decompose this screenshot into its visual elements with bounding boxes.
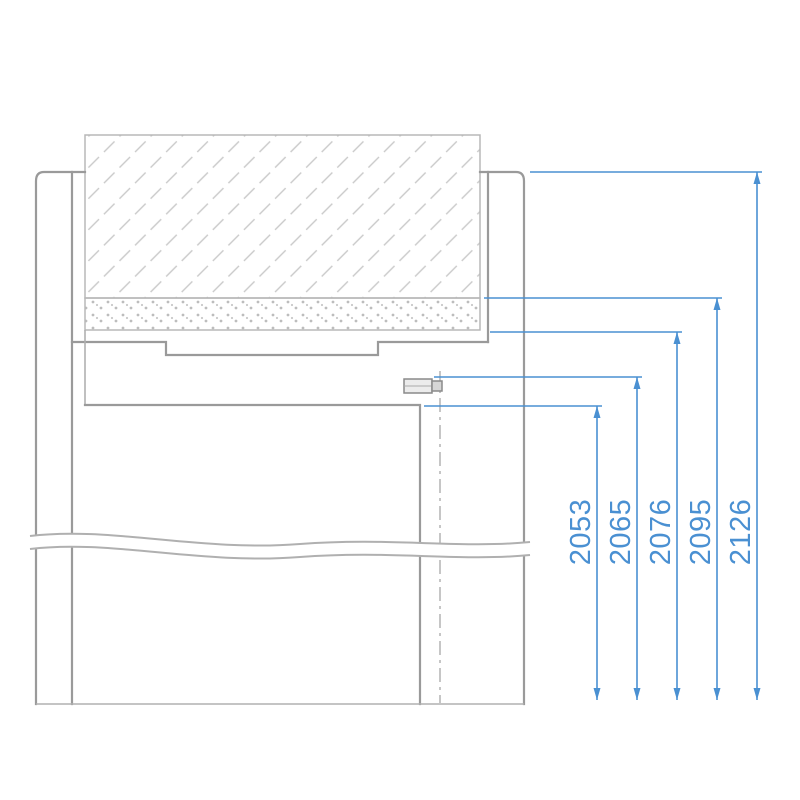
frame-head-profile (70, 340, 490, 357)
dimension-2126: 2126 (530, 171, 762, 700)
dimension-2076: 2076 (490, 331, 682, 700)
fixing-detail (403, 371, 443, 703)
frame-outer-left (34, 170, 87, 706)
break-line (29, 532, 531, 560)
wall-hatch-area (84, 134, 481, 299)
dimension-2065: 2065 (434, 376, 642, 700)
plaster-band (84, 297, 481, 331)
dimension-label: 2065 (605, 499, 637, 566)
frame-outer-right (478, 170, 526, 706)
dimension-label: 2076 (645, 499, 677, 566)
dimension-label: 2095 (685, 499, 717, 566)
dimension-2095: 2095 (484, 297, 722, 700)
dimension-label: 2053 (565, 499, 597, 566)
dimension-2053: 2053 (424, 405, 602, 700)
dimension-chain: 2053 2065 2076 2095 2126 (424, 171, 762, 700)
plaster-dotted-area (84, 297, 481, 331)
dimension-label: 2126 (725, 499, 757, 566)
break-wave-bottom (29, 545, 531, 560)
wall-section (84, 134, 481, 299)
fixing-screw-head (431, 380, 443, 392)
soffit-line (83, 403, 422, 706)
frame-outline (34, 170, 526, 706)
break-wave-top (29, 532, 531, 547)
